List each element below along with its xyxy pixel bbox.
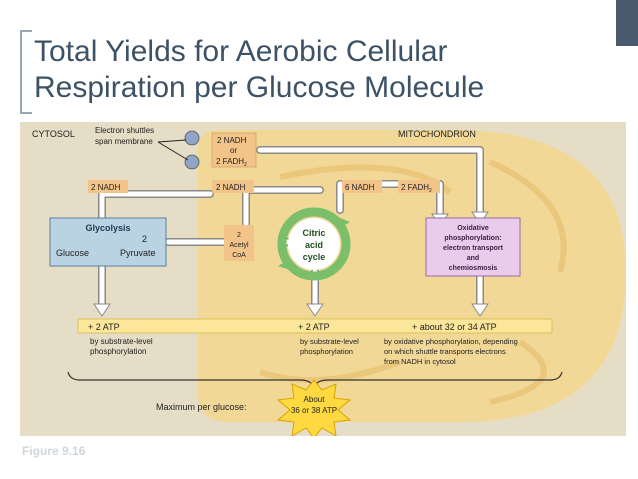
- figure-caption: Figure 9.16: [22, 444, 86, 458]
- nadh-top-label: 2 NADH: [217, 136, 247, 145]
- title-line-2: Respiration per Glucose Molecule: [34, 71, 485, 104]
- glycolysis-label: Glycolysis: [85, 223, 130, 233]
- cristae-lines: [259, 159, 567, 405]
- desc-2-line-2: phosphorylation: [300, 347, 353, 356]
- shuttle-circle-top: [184, 130, 200, 146]
- citric-arrow-2: [278, 260, 290, 270]
- acetyl-coa-box: [224, 225, 254, 261]
- citric-ring: [277, 207, 351, 281]
- citric-center: [288, 218, 340, 270]
- title-bracket: [20, 30, 32, 114]
- nadh-left-box: [88, 180, 128, 193]
- oxidative-box: [425, 217, 521, 277]
- cytosol-label: CYTOSOL: [32, 129, 75, 139]
- ox-line-2: phosphorylation:: [444, 235, 501, 242]
- atp-bar: [77, 318, 553, 334]
- citric-arrow-1: [338, 217, 350, 228]
- respiration-diagram: CYTOSOL MITOCHONDRION Electron shuttles …: [32, 126, 626, 439]
- citric-line-1: Citric: [302, 228, 325, 238]
- shuttle-line-1: Electron shuttles: [95, 126, 154, 135]
- desc-1-line-1: by substrate-level: [90, 337, 153, 346]
- acetyl-num-label: 2: [237, 232, 241, 239]
- desc-3-line-3: from NADH in cytosol: [384, 357, 456, 366]
- desc-1-line-2: phosphorylation: [90, 347, 146, 356]
- slide-title: Total Yields for Aerobic Cellular Respir…: [34, 34, 484, 106]
- citric-line-3: cycle: [303, 252, 326, 262]
- desc-2-line-1: by substrate-level: [300, 337, 359, 346]
- nadh-fadh-top-box: [211, 132, 257, 168]
- nadh-mid-box: [212, 180, 254, 193]
- fadh-top-text: 2 FADH: [216, 157, 244, 166]
- mitochondrion-shape: [190, 130, 626, 422]
- shuttle-line-2: span membrane: [95, 137, 153, 146]
- atp-3-label: + about 32 or 34 ATP: [412, 322, 497, 332]
- acetyl-label: Acetyl: [229, 242, 249, 249]
- about-line-2: 36 or 38 ATP: [291, 406, 337, 415]
- shuttle-circle-bottom: [184, 154, 200, 170]
- desc-3-line-2: on which shuttle transports electrons: [384, 347, 506, 356]
- about-line-1: About: [304, 395, 326, 404]
- pyruvate-num-label: 2: [142, 234, 147, 244]
- nadh-left-label: 2 NADH: [91, 183, 121, 192]
- atp-1-label: + 2 ATP: [88, 322, 120, 332]
- corner-accent: [616, 0, 638, 46]
- atp-2-label: + 2 ATP: [298, 322, 330, 332]
- nadh-six-label: 6 NADH: [345, 183, 375, 192]
- max-label: Maximum per glucose:: [156, 402, 247, 412]
- ox-line-3: electron transport: [443, 245, 504, 252]
- ox-line-4: and: [467, 255, 479, 262]
- fadh-right-sub: 2: [429, 188, 432, 194]
- nadh-mid-label: 2 NADH: [216, 183, 246, 192]
- or-label: or: [230, 146, 237, 155]
- ox-line-1: Oxidative: [457, 225, 489, 232]
- ox-line-5: chemiosmosis: [449, 265, 498, 272]
- fadh-right-box: [398, 180, 440, 193]
- fadh-top-label: 2 FADH2: [216, 157, 247, 168]
- glycolysis-box: [49, 217, 167, 267]
- respiration-figure: CYTOSOL MITOCHONDRION Electron shuttles …: [20, 122, 626, 439]
- nadh-six-box: [342, 180, 382, 193]
- glucose-label: Glucose: [56, 248, 89, 258]
- mitochondrion-label: MITOCHONDRION: [398, 129, 476, 139]
- pyruvate-label: Pyruvate: [120, 248, 156, 258]
- citric-line-2: acid: [305, 240, 323, 250]
- desc-3-line-1: by oxidative phosphorylation, depending: [384, 337, 518, 346]
- fadh-right-text: 2 FADH: [401, 183, 429, 192]
- coa-label: CoA: [232, 252, 246, 259]
- fadh-right-label: 2 FADH2: [401, 183, 432, 194]
- title-line-1: Total Yields for Aerobic Cellular: [34, 35, 448, 68]
- shuttle-pointer: [157, 139, 189, 161]
- fadh-top-sub: 2: [244, 162, 247, 168]
